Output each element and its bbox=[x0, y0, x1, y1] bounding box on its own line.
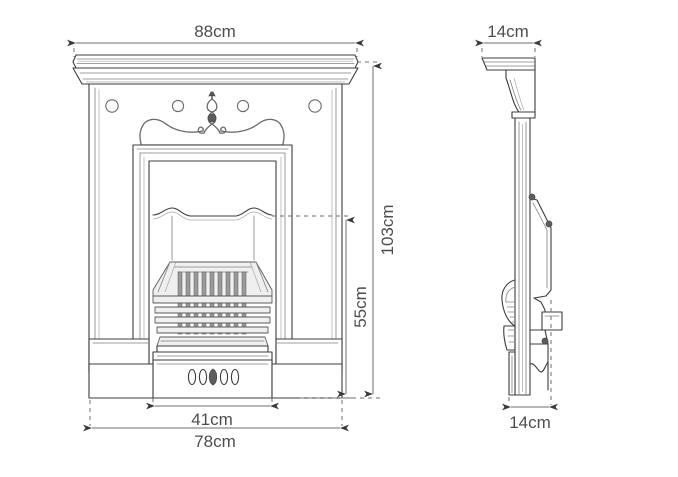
dimension-label-opening-height: 55cm bbox=[351, 286, 370, 328]
front-elevation-view bbox=[72, 54, 359, 399]
base-motif-lower bbox=[187, 368, 240, 386]
side-mantel-shelf bbox=[481, 57, 536, 71]
boss-icon bbox=[308, 99, 322, 113]
dimension-overall-width: 88cm bbox=[67, 22, 364, 57]
side-body-column bbox=[514, 117, 531, 396]
mantel-shelf bbox=[72, 54, 359, 69]
mantel-cornice bbox=[72, 67, 359, 85]
side-base-foot bbox=[508, 351, 516, 396]
dimension-base-width: 78cm bbox=[83, 400, 349, 451]
boss-icon bbox=[171, 99, 185, 113]
dimension-label-overall-height: 103cm bbox=[378, 204, 397, 255]
fire-grate bbox=[152, 261, 273, 347]
dimension-label-overall-width: 88cm bbox=[194, 22, 236, 41]
grate-front-bars bbox=[152, 295, 273, 334]
dimension-opening-height: 55cm bbox=[272, 215, 370, 399]
boss-icon bbox=[236, 99, 250, 113]
side-grate-detail bbox=[501, 279, 516, 351]
base-right-panel bbox=[271, 363, 343, 399]
dimension-overall-height: 103cm bbox=[344, 61, 397, 399]
boss-icon bbox=[105, 99, 119, 113]
dimension-label-side-base-depth: 14cm bbox=[509, 413, 551, 432]
side-profile-view bbox=[481, 57, 563, 396]
side-ogee-bracket bbox=[505, 69, 536, 119]
dimension-side-base-depth: 14cm bbox=[502, 300, 558, 432]
base-left-panel bbox=[88, 363, 154, 399]
firebox-canopy bbox=[152, 207, 273, 261]
grate-apron bbox=[156, 336, 269, 347]
dimension-side-mantel-depth: 14cm bbox=[475, 22, 542, 57]
dimension-label-side-mantel-depth: 14cm bbox=[487, 22, 529, 41]
dimension-opening-width: 41cm bbox=[146, 398, 279, 429]
dimension-label-opening-width: 41cm bbox=[191, 410, 233, 429]
side-firebox-profile bbox=[528, 193, 563, 391]
dimension-label-base-width: 78cm bbox=[194, 432, 236, 451]
decorative-bosses bbox=[105, 99, 322, 113]
